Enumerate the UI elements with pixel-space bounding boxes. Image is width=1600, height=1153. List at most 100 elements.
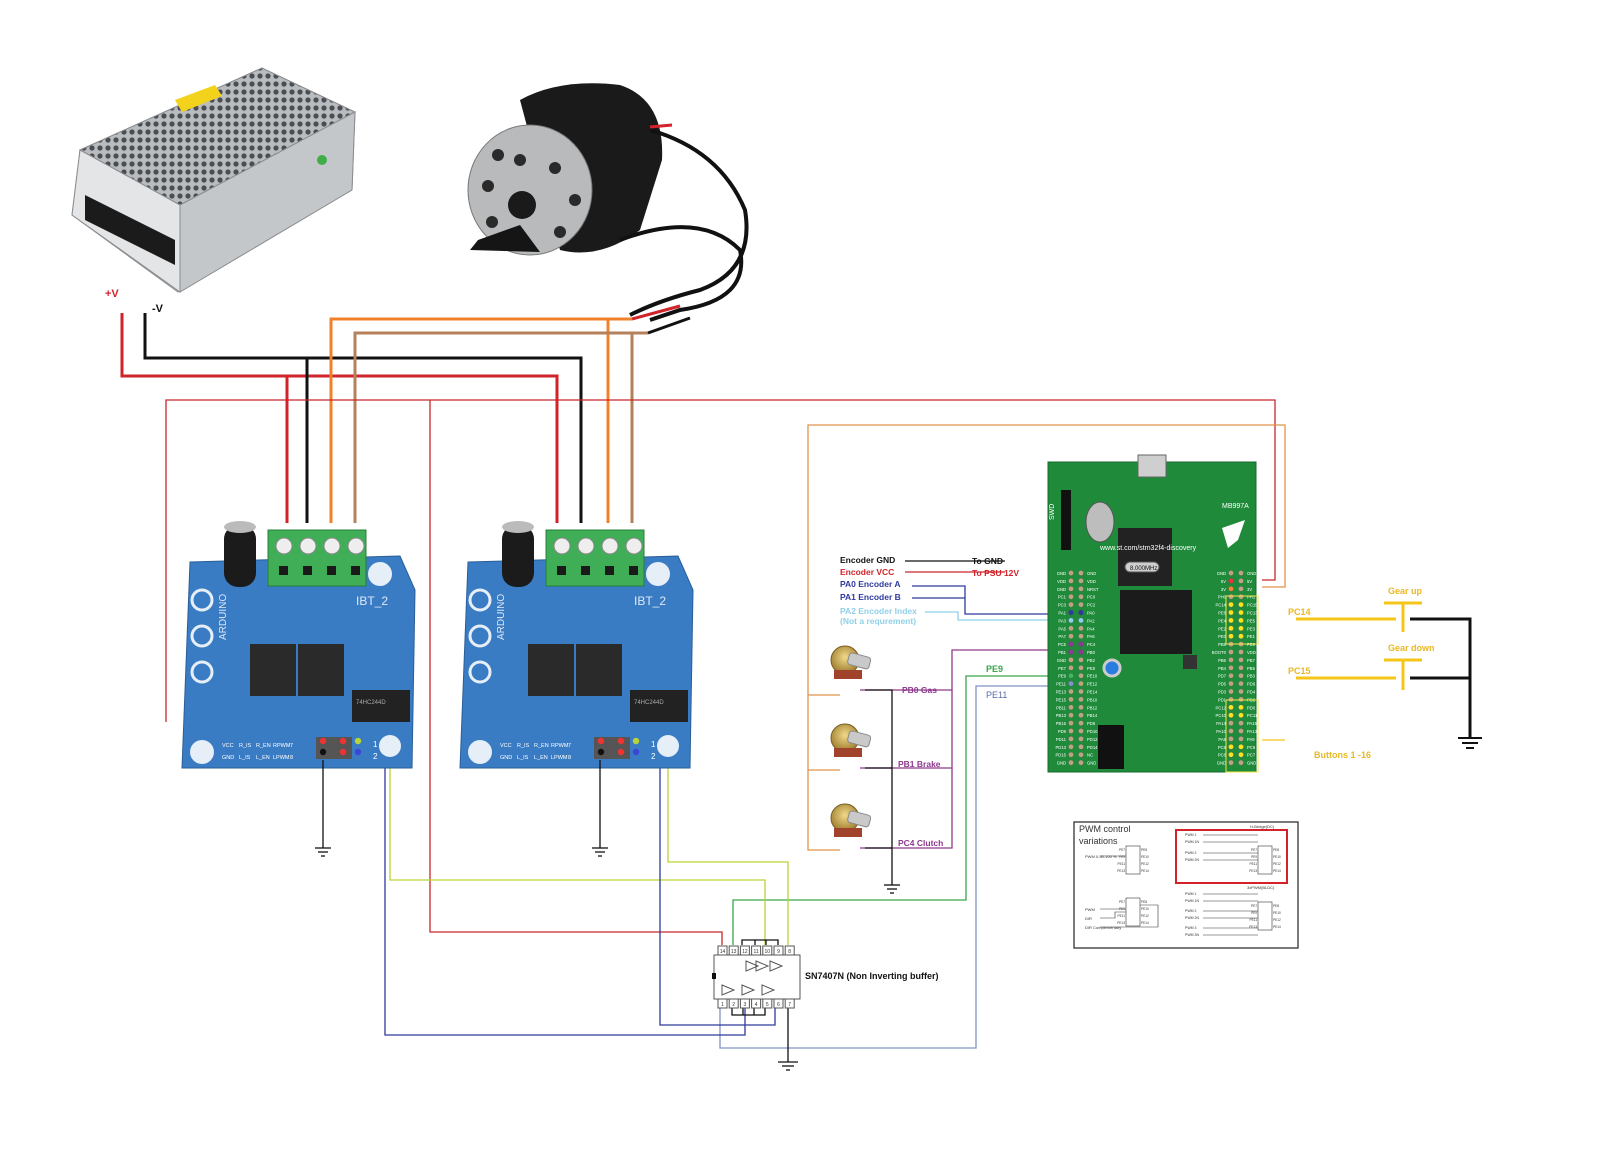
header-pin xyxy=(1078,609,1084,616)
header-pin-label: GND xyxy=(1057,658,1066,663)
terminal-screw xyxy=(601,537,619,555)
pwm-dir-comp: DIR Complementary xyxy=(1085,925,1121,930)
capacitor xyxy=(502,525,534,587)
power-wires xyxy=(120,304,691,523)
header-pin xyxy=(1068,601,1074,608)
header-pin-label: PD8 xyxy=(1087,721,1096,726)
header-pin xyxy=(1078,649,1084,655)
header-pin-label: 3V xyxy=(1247,587,1252,592)
header-pin-label: 5V xyxy=(1221,579,1226,584)
header-pin xyxy=(1228,744,1234,750)
power-supply xyxy=(71,67,357,293)
wire-pc4 xyxy=(860,768,953,849)
header-pin-label: PA9 xyxy=(1247,737,1255,742)
pin-label: PE13 xyxy=(1117,869,1125,873)
driver-pin-label: VCC xyxy=(500,743,512,749)
encoder-legend-label: Encoder VCC xyxy=(840,567,894,577)
header-pin-label: PC7 xyxy=(1247,753,1256,758)
header-pin xyxy=(1068,759,1074,766)
header-pin xyxy=(1078,751,1084,758)
pin-label: PE10 xyxy=(1141,907,1149,911)
pot-label: PB1 Brake xyxy=(898,759,941,769)
pc14-label: PC14 xyxy=(1288,607,1311,617)
header-pin xyxy=(1078,712,1084,719)
mosfet-right xyxy=(298,644,344,696)
driver-grounds xyxy=(315,760,900,894)
header-pin-label: PD4 xyxy=(1247,690,1256,695)
header-pin-label: GND xyxy=(1057,571,1066,576)
header-pin xyxy=(1238,672,1244,679)
potentiometer-1[interactable] xyxy=(830,645,872,679)
header-pin xyxy=(1238,625,1244,632)
terminal-slot xyxy=(327,566,336,575)
wire-pot-gnd xyxy=(865,689,893,885)
header-pin xyxy=(1068,609,1074,616)
wire-pb0 xyxy=(860,649,1080,691)
capacitor-top xyxy=(502,521,534,533)
psu-minus-label: -V xyxy=(152,303,164,315)
header-pin-label: PB1 xyxy=(1058,650,1067,655)
header-pin xyxy=(319,748,327,756)
driver-brand: ARDUINO xyxy=(496,594,507,640)
pin-label: PE14 xyxy=(1141,869,1149,873)
header-pin-label: PB14 xyxy=(1087,713,1098,718)
encoder-legend-target: To GND xyxy=(972,556,1003,566)
buffer-pin xyxy=(762,998,773,1009)
header-pin xyxy=(1068,736,1074,742)
pwm-box-title-1: PWM control xyxy=(1079,824,1131,834)
single-pwm-label: PWM 0-50-100 % xyxy=(1085,854,1117,859)
psu-plus-label: +V xyxy=(105,288,119,300)
header-pin xyxy=(1238,617,1244,624)
header-pin-label: PE11 xyxy=(1056,682,1067,687)
bldc-input: PWM 1N xyxy=(1185,899,1199,903)
pin-label: PE9 xyxy=(1251,911,1257,915)
mount-hole xyxy=(657,735,679,757)
driver-pin-label: 7 xyxy=(568,743,571,749)
buffer-pin-number: 4 xyxy=(755,1002,758,1008)
buffer-gate xyxy=(769,960,784,972)
header-pin xyxy=(1068,696,1074,703)
header-pin xyxy=(1228,680,1234,687)
pin-label: PE7 xyxy=(1119,900,1125,904)
crystal-label: 8.000MHz xyxy=(1130,566,1157,572)
header-pin xyxy=(1228,759,1234,766)
header-pin xyxy=(1238,744,1244,750)
header-pin-label: PC11 xyxy=(1247,713,1258,718)
header-pin-label: PD9 xyxy=(1058,729,1067,734)
logo-circle xyxy=(468,624,492,648)
header-pin-label: PA0 xyxy=(1087,611,1095,616)
wire-pb1 xyxy=(860,690,953,769)
header-pin xyxy=(1078,736,1084,742)
header-pin xyxy=(1228,736,1234,742)
header-pin xyxy=(1228,586,1234,592)
header-pin xyxy=(354,748,362,756)
signal-wires xyxy=(165,399,1286,1049)
potentiometer-2[interactable] xyxy=(830,723,872,757)
buffer-pin-number: 3 xyxy=(744,1002,747,1008)
header-pin xyxy=(1068,617,1074,624)
terminal-slot xyxy=(303,566,312,575)
driver-pin-label: R_EN xyxy=(256,743,271,749)
pin-label: PE10 xyxy=(1141,855,1149,859)
pc15-label: PC15 xyxy=(1288,666,1311,676)
header-pin xyxy=(1228,593,1234,600)
dc-motor xyxy=(467,83,749,322)
wire-minus-v xyxy=(143,313,309,523)
mount-hole xyxy=(468,740,492,764)
header-pin xyxy=(1238,601,1244,608)
driver-pin-label: GND xyxy=(222,755,234,761)
pin-label: PE14 xyxy=(1141,921,1149,925)
potentiometer-3[interactable] xyxy=(830,803,872,837)
pot-terminals xyxy=(834,828,862,837)
header-pin xyxy=(1068,586,1074,592)
header-pin xyxy=(1238,736,1244,742)
header-pin xyxy=(1068,704,1074,711)
encoder-legend-label: PA0 Encoder A xyxy=(840,579,900,589)
header-pin-label: PA13 xyxy=(1247,729,1258,734)
header-pin-label: PD0 xyxy=(1247,705,1256,710)
mount-hole xyxy=(368,562,392,586)
pin-label: PE8 xyxy=(1141,900,1147,904)
pwm-dir-dir: DIR xyxy=(1085,916,1092,921)
buffer-label: SN7407N (Non Inverting buffer) xyxy=(805,971,939,981)
